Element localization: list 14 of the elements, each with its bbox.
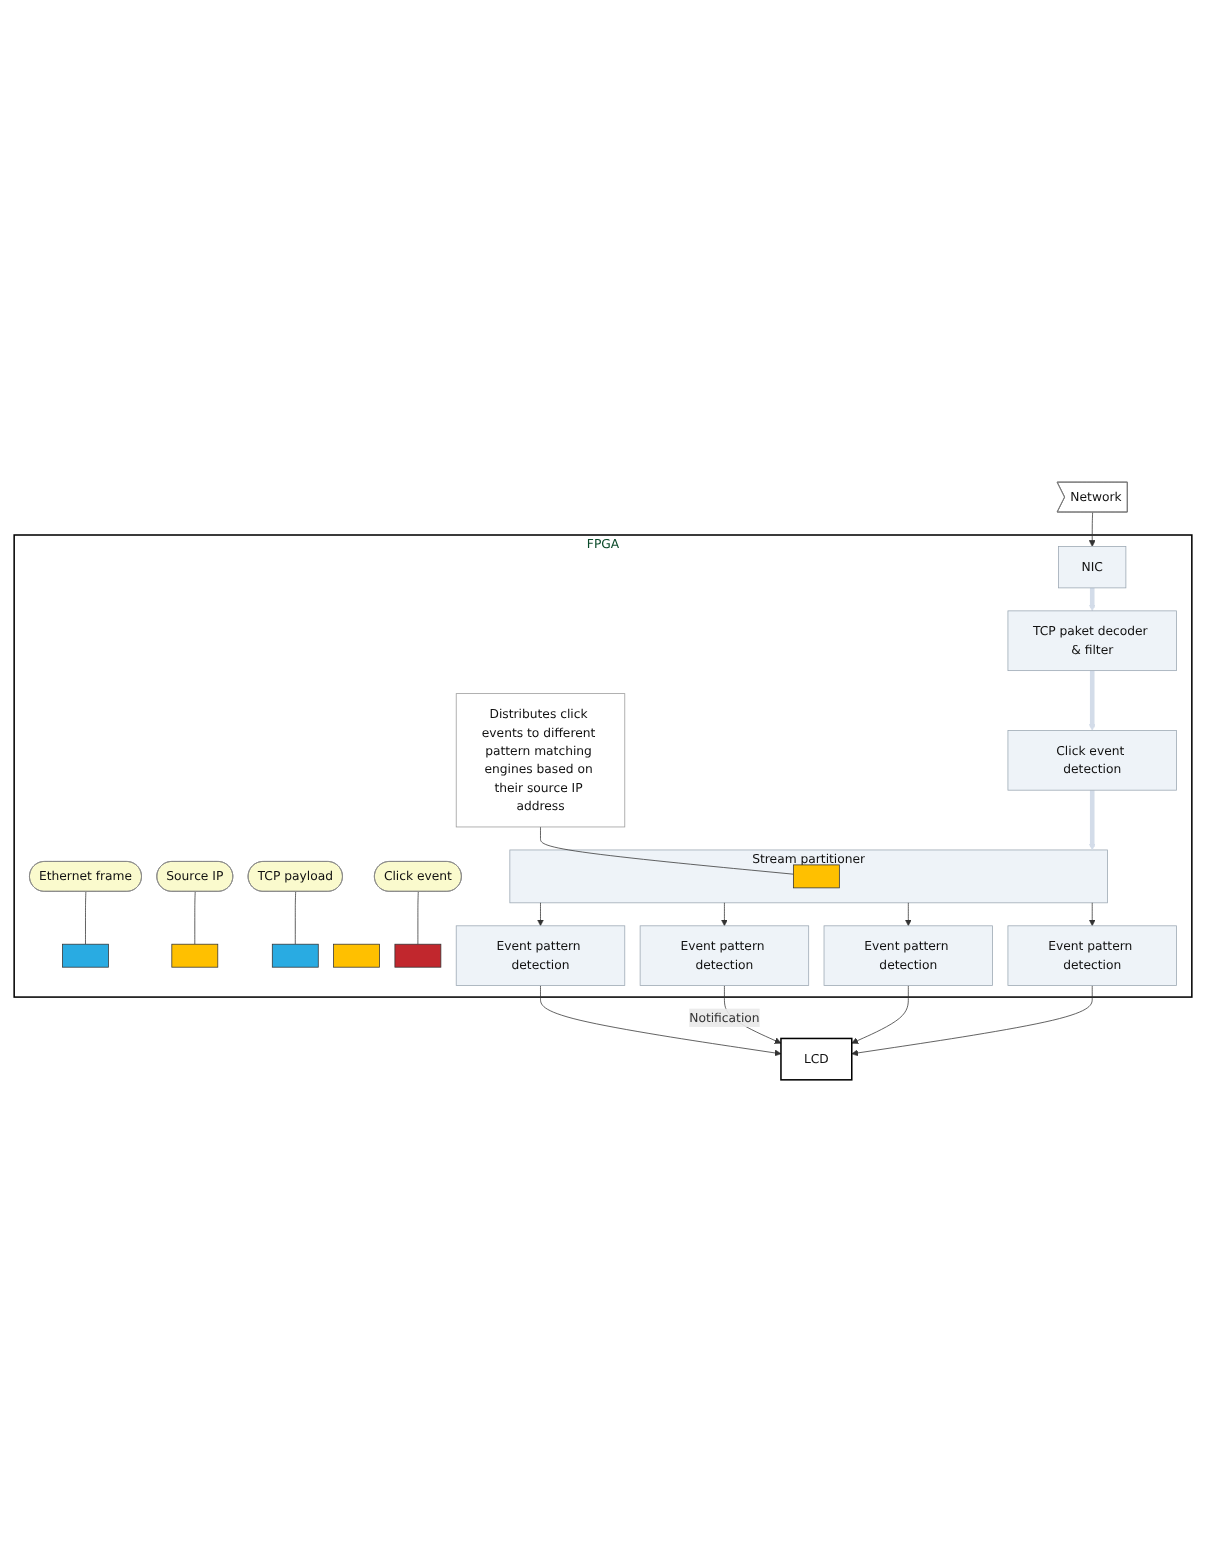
arrow [1088, 670, 1096, 731]
connector [194, 891, 196, 945]
node-bar [394, 943, 442, 968]
node-bar [271, 943, 319, 968]
node-bar [333, 943, 380, 968]
node-bar [62, 943, 109, 968]
connector [540, 826, 794, 875]
connector [294, 891, 297, 945]
connector [85, 891, 87, 945]
connector [417, 891, 419, 945]
node-bar [793, 864, 840, 889]
arrow [1088, 790, 1096, 851]
node-bar [171, 943, 219, 968]
arrow [1088, 587, 1096, 612]
